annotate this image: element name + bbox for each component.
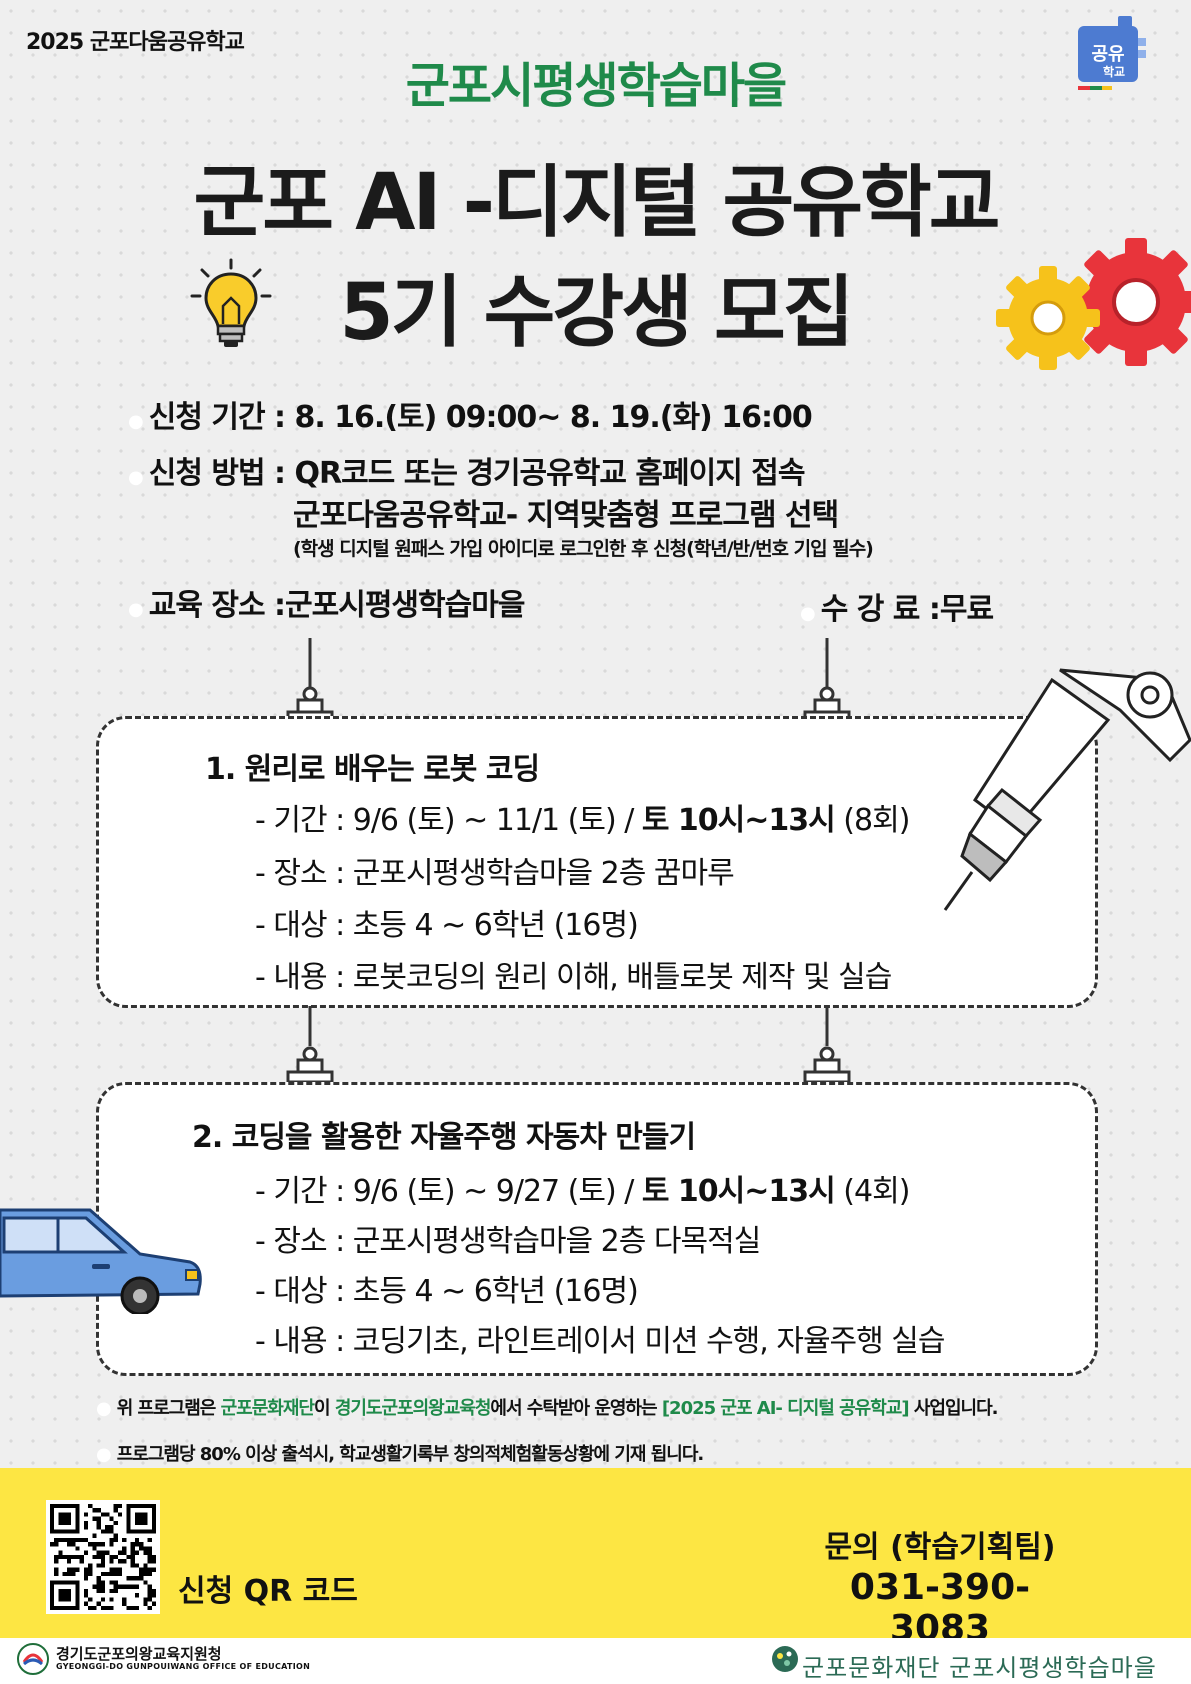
bullet-icon: ● (800, 603, 816, 624)
hanger-icon (803, 1006, 851, 1102)
bullet-icon: ● (128, 599, 144, 620)
program-card-1 (96, 716, 1098, 1008)
footnote-1-org1: 군포문화재단 (220, 1398, 315, 1419)
footnote-1-org2: 경기도군포의왕교육청 (334, 1398, 492, 1419)
lightbulb-icon (190, 258, 272, 358)
place-value: 군포시평생학습마을 (285, 588, 525, 623)
bottom-band (0, 1638, 1191, 1684)
fee-label: 수 강 료 : (820, 592, 941, 627)
hanger-icon (286, 1006, 334, 1102)
method-label: 신청 방법 : (148, 456, 286, 491)
program-2-period-prefix: - 기간 : 9/6 (토) ~ 9/27 (토) / (255, 1174, 642, 1209)
robot-arm-icon (940, 640, 1191, 924)
method-note: (학생 디지털 원패스 가입 아이디로 로그인한 후 신청(학년/반/번호 기입… (293, 538, 874, 560)
contact-title: 문의 (학습기획팀) (824, 1530, 1056, 1565)
program-2-title: 2. 코딩을 활용한 자율주행 자동차 만들기 (192, 1120, 696, 1155)
gears-icon (996, 236, 1191, 390)
period-value: 8. 16.(토) 09:00~ 8. 19.(화) 16:00 (294, 400, 812, 435)
village-title: 군포시평생학습마을 (405, 58, 787, 114)
qr-label: 신청 QR 코드 (178, 1574, 358, 1609)
program-1-content: - 내용 : 로봇코딩의 원리 이해, 배틀로봇 제작 및 실습 (255, 960, 892, 995)
program-1-target: - 대상 : 초등 4 ~ 6학년 (16명) (255, 908, 639, 943)
foundation-name: 군포문화재단 군포시평생학습마을 (802, 1654, 1157, 1682)
foundation-logo-icon (770, 1644, 800, 1678)
footnote-2-text: 프로그램당 80% 이상 출석시, 학교생활기록부 창의적체험활동상황에 기재 … (116, 1444, 705, 1465)
contact-phone[interactable]: 031-390-3083 (849, 1567, 1031, 1649)
tuition-fee: ●수 강 료 :무료 (800, 584, 994, 628)
period-label: 신청 기간 : (148, 400, 286, 435)
method-value-1: QR코드 또는 경기공유학교 홈페이지 접속 (294, 456, 805, 491)
footnote-1-project: [2025 군포 AI- 디지털 공유학교] (661, 1398, 910, 1419)
svg-text:공유: 공유 (1091, 44, 1124, 65)
program-card-2 (96, 1082, 1098, 1376)
program-2-content: - 내용 : 코딩기초, 라인트레이서 미션 수행, 자율주행 실습 (255, 1324, 945, 1359)
sharing-school-logo: 공유 학교 (1074, 12, 1158, 100)
program-1-period: - 기간 : 9/6 (토) ~ 11/1 (토) / 토 10시~13시 (8… (255, 795, 910, 839)
car-icon (0, 1196, 206, 1318)
program-1-place: - 장소 : 군포시평생학습마을 2층 꿈마루 (255, 856, 735, 891)
method-value-2: 군포다움공유학교- 지역맞춤형 프로그램 선택 (293, 498, 839, 533)
education-place: ●교육 장소 :군포시평생학습마을 (128, 580, 525, 624)
main-title-line1: 군포 AI -디지털 공유학교 (193, 158, 1000, 248)
bullet-icon: ● (96, 1444, 112, 1465)
footnote-1: ●위 프로그램은 군포문화재단이 경기도군포의왕교육청에서 수탁받아 운영하는 … (96, 1394, 998, 1420)
education-office-emblem-icon (16, 1642, 50, 1680)
bullet-icon: ● (128, 411, 144, 432)
program-1-period-count: (8회) (834, 803, 910, 838)
program-1-title: 1. 원리로 배우는 로봇 코딩 (205, 752, 540, 787)
education-office-name-en: GYEONGGI-DO GUNPOUIWANG OFFICE OF EDUCAT… (56, 1662, 311, 1671)
footnote-1-text-c: 에서 수탁받아 운영하는 (490, 1398, 662, 1419)
program-2-period-count: (4회) (834, 1174, 910, 1209)
qr-code[interactable] (46, 1500, 160, 1614)
application-method: ●신청 방법 : QR코드 또는 경기공유학교 홈페이지 접속 (128, 448, 805, 492)
education-office-name: 경기도군포의왕교육지원청 (56, 1645, 222, 1663)
bullet-icon: ● (96, 1398, 112, 1419)
program-2-place: - 장소 : 군포시평생학습마을 2층 다목적실 (255, 1224, 761, 1259)
footnote-1-text-b: 이 (313, 1398, 335, 1419)
svg-text:학교: 학교 (1103, 64, 1125, 79)
program-1-period-prefix: - 기간 : 9/6 (토) ~ 11/1 (토) / (255, 803, 642, 838)
application-period: ●신청 기간 : 8. 16.(토) 09:00~ 8. 19.(화) 16:0… (128, 392, 813, 436)
footnote-2: ●프로그램당 80% 이상 출석시, 학교생활기록부 창의적체험활동상황에 기재… (96, 1440, 705, 1466)
program-2-target: - 대상 : 초등 4 ~ 6학년 (16명) (255, 1274, 639, 1309)
footnote-1-text-a: 위 프로그램은 (116, 1398, 221, 1419)
program-2-period-time: 토 10시~13시 (641, 1174, 836, 1209)
program-2-period: - 기간 : 9/6 (토) ~ 9/27 (토) / 토 10시~13시 (4… (255, 1166, 910, 1210)
footer-band (0, 1468, 1191, 1638)
main-title-line2: 5기 수강생 모집 (339, 268, 854, 358)
place-label: 교육 장소 : (148, 588, 286, 623)
footnote-1-text-d: 사업입니다. (908, 1398, 999, 1419)
fee-value: 무료 (939, 592, 994, 627)
program-1-period-time: 토 10시~13시 (641, 803, 836, 838)
bullet-icon: ● (128, 467, 144, 488)
top-label: 2025 군포다움공유학교 (26, 30, 245, 55)
